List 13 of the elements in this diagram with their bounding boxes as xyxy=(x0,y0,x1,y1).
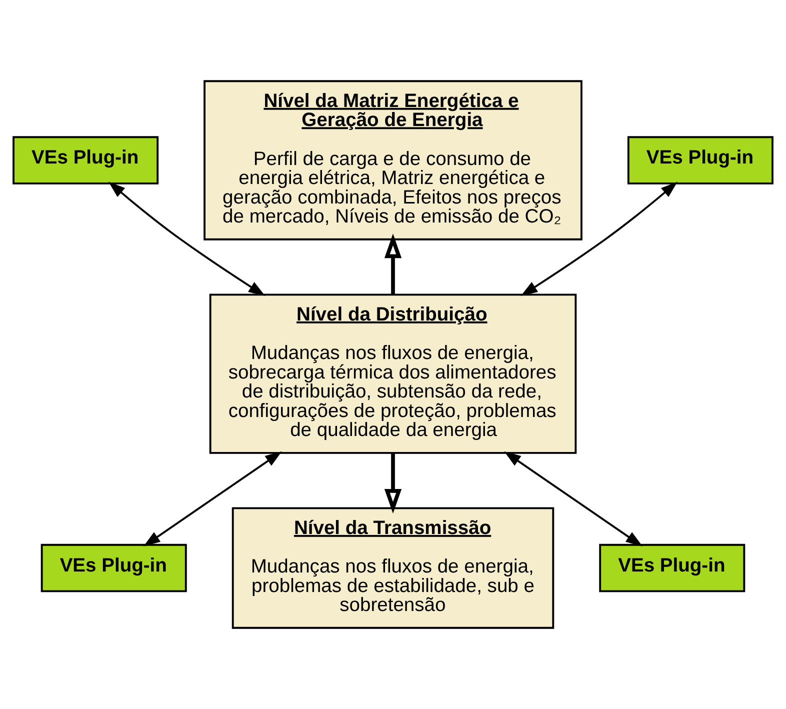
node-box: VEs Plug-in xyxy=(12,136,159,184)
arrow xyxy=(384,453,402,514)
node-box: Nível da Distribuição Mudanças nos fluxos de energia, sobrecarga térmica dos alimentadores de distribuição, subtensão da rede, configurações de proteção, problemas de qualidade da energia xyxy=(209,294,577,454)
arrow xyxy=(384,234,402,295)
node-box: VEs Plug-in xyxy=(627,136,774,184)
arrow xyxy=(520,182,678,296)
node-box: Nível da Transmissão Mudanças nos fluxos de energia, problemas de estabilidade, sub e sobretensão xyxy=(232,507,554,629)
node-box: VEs Plug-in xyxy=(40,544,187,592)
node-box: VEs Plug-in xyxy=(599,544,746,592)
arrow xyxy=(504,451,643,546)
arrow xyxy=(108,182,266,296)
node-box: Nível da Matriz Energética e Geração de Energia Perfil de carga e de consumo de energia elétrica, Matriz energética e geração combinada, Efeitos nos preços de mercado, Níveis de emissão de CO₂ xyxy=(204,80,582,240)
arrow xyxy=(143,451,282,546)
